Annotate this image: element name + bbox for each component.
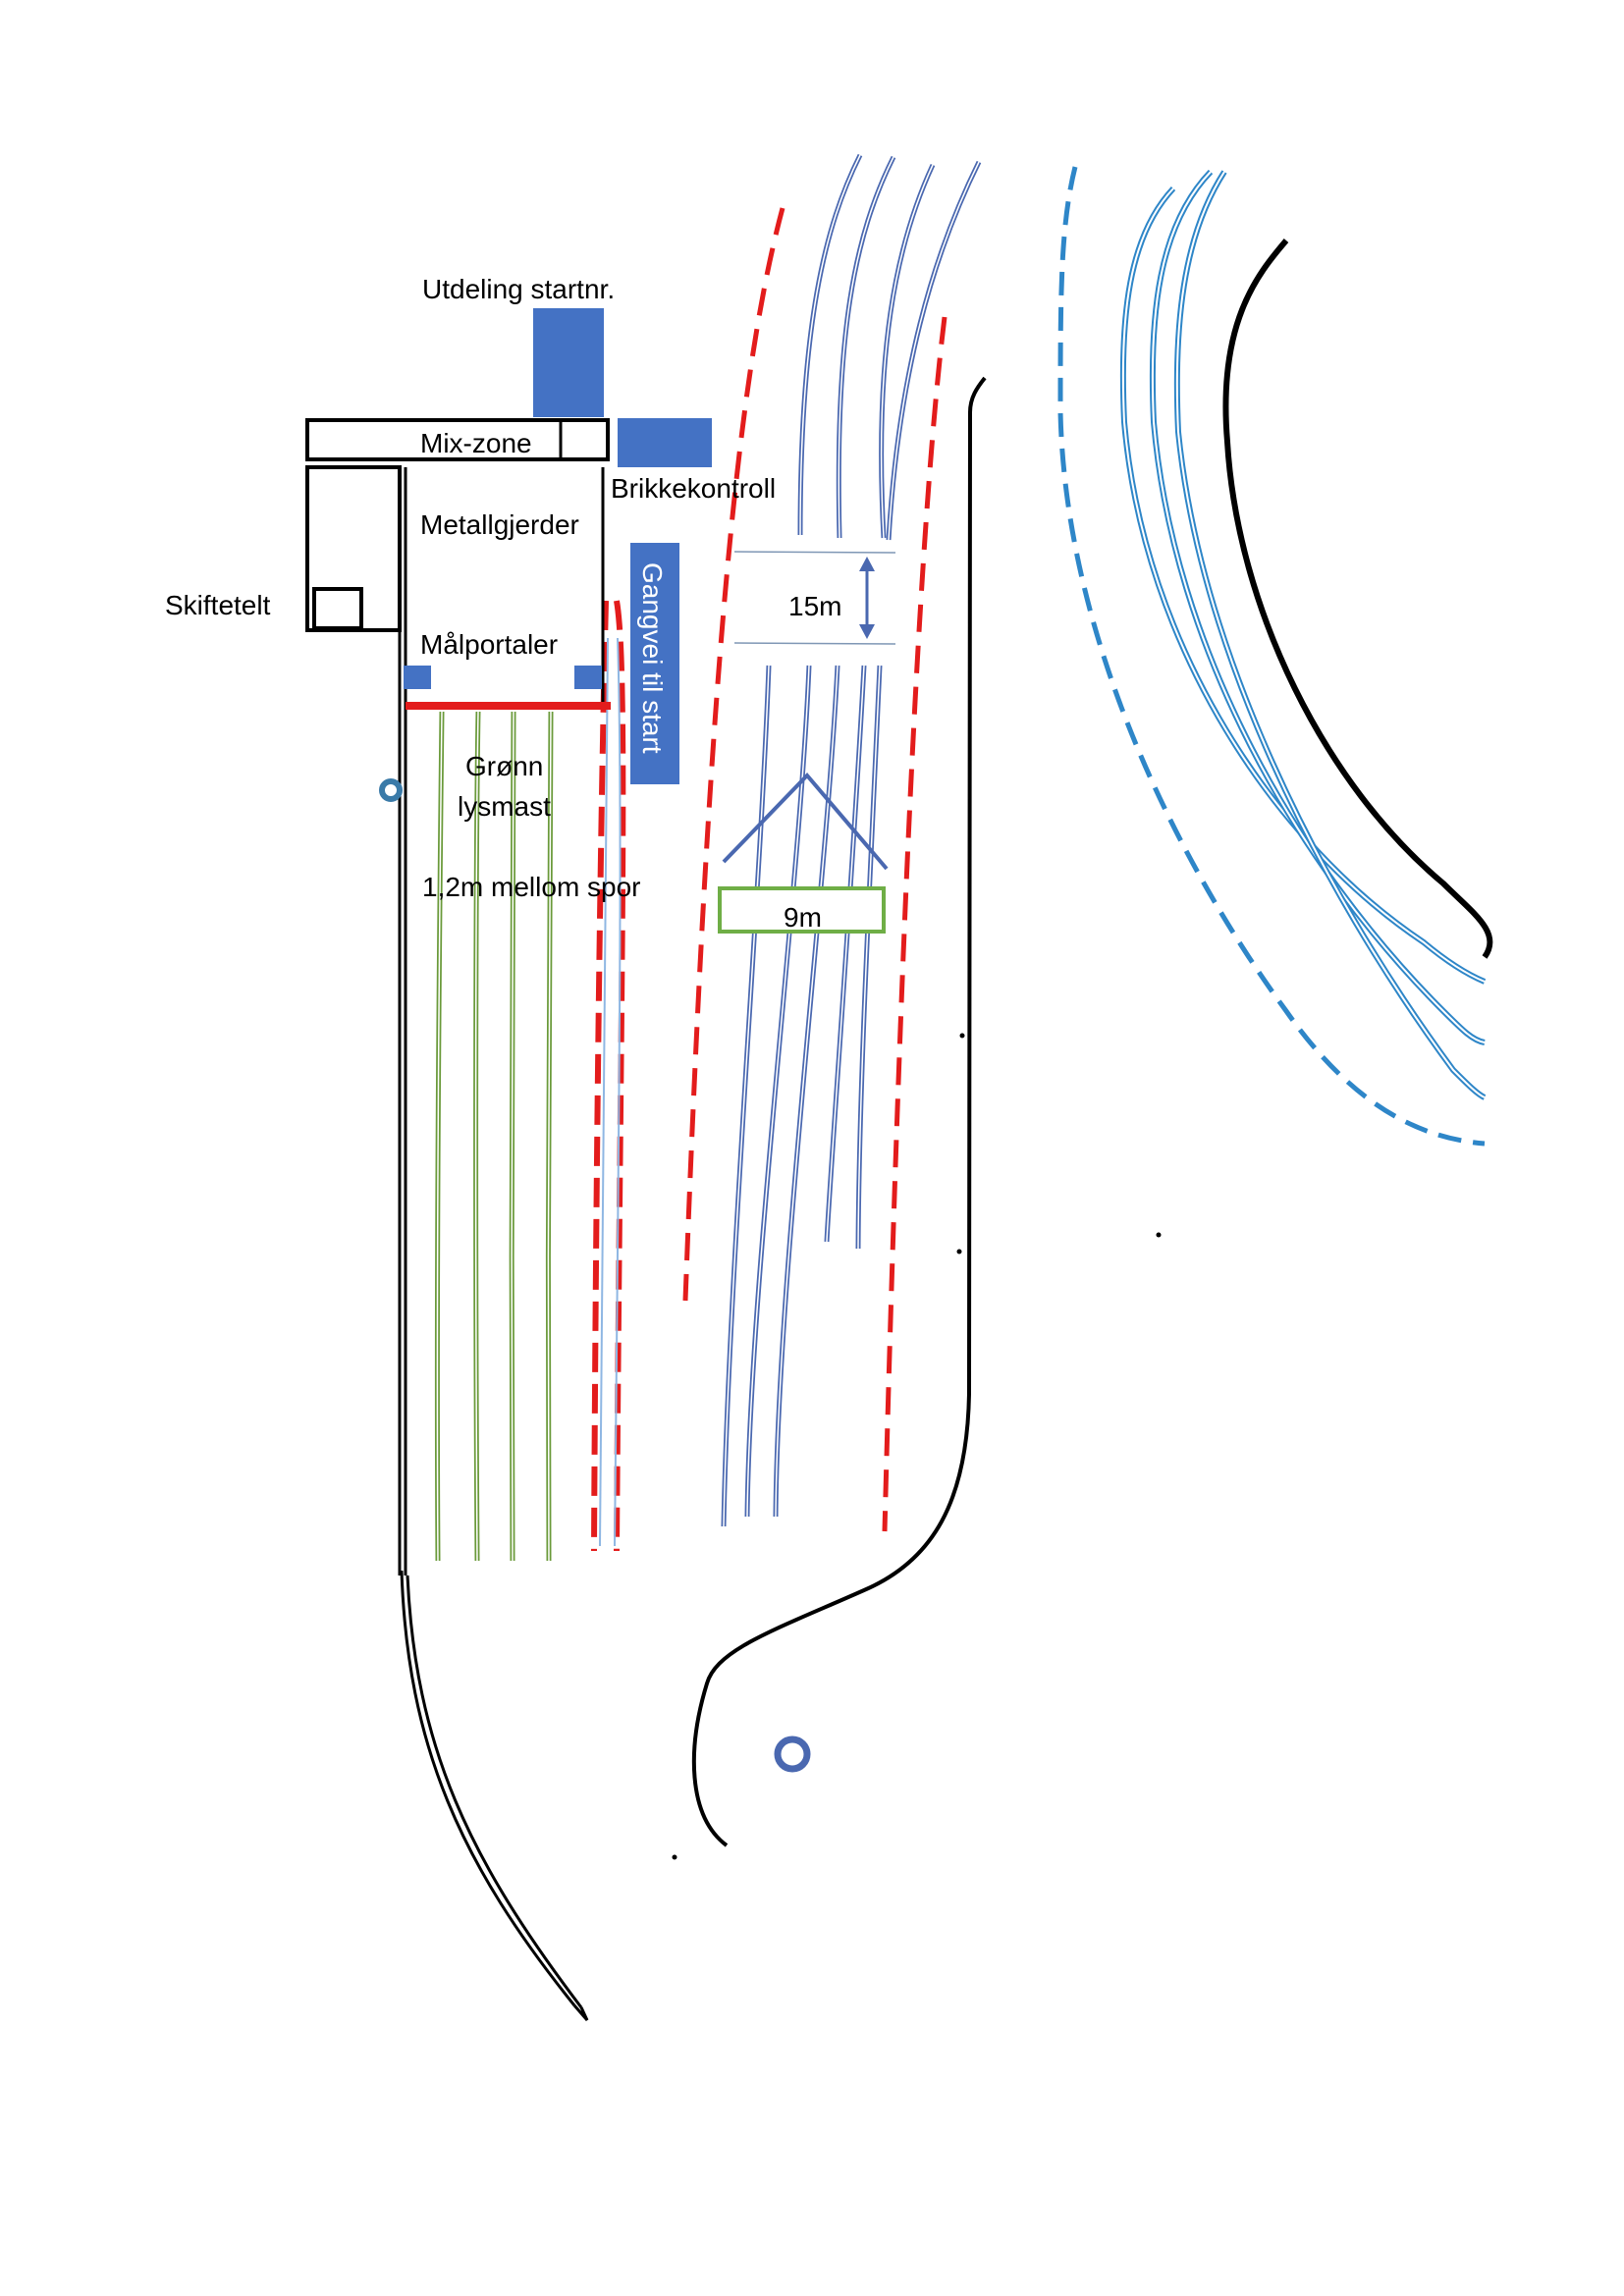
- measurement-9m: 9m: [718, 886, 886, 934]
- light-blue-track: [1119, 186, 1487, 985]
- label-finish-portals: Målportaler: [420, 629, 558, 660]
- label-change-tent: Skiftetelt: [165, 590, 271, 620]
- light-blue-tracks: [1119, 169, 1487, 1100]
- arena-boundary: [398, 239, 1493, 2021]
- label-mix-zone: Mix-zone: [420, 428, 532, 458]
- label-track-spacing: 1,2m mellom spor: [422, 872, 641, 902]
- light-blue-track-gap: [1175, 171, 1486, 1098]
- measure-line-top: [733, 551, 896, 554]
- blue-track-lower-gap: [857, 665, 881, 1250]
- label-walkway-to-start: Gangvei til start: [637, 562, 668, 754]
- light-mast-icon: [774, 1735, 811, 1773]
- red-fences: [682, 207, 947, 1532]
- blue-track-lower-gap: [746, 665, 810, 1518]
- blue-track-lower-gap: [775, 665, 839, 1518]
- red-fence-right: [882, 316, 947, 1532]
- box-9m: [718, 886, 886, 934]
- chip-control-box: [618, 418, 712, 467]
- walkway-label: Gangvei til start: [630, 543, 679, 784]
- light-mast-markers: [379, 778, 811, 1773]
- green-light-mast-icon: [379, 778, 403, 802]
- map-dot: [956, 1249, 962, 1255]
- walkway-left-edge: [591, 600, 609, 1552]
- finish-area: Metallgjerder Målportaler: [404, 467, 611, 710]
- blue-track-lower-gap: [826, 665, 865, 1243]
- blue-track-upper: [886, 160, 982, 541]
- walkway-right-edge: [614, 600, 626, 1552]
- mix-zone-box: [305, 418, 610, 461]
- red-fence-left: [682, 207, 785, 1302]
- left-boundary-curve-inner: [406, 1575, 583, 2008]
- label-metal-fences: Metallgjerder: [420, 509, 579, 540]
- light-blue-track-gap: [1121, 187, 1486, 983]
- blue-track-upper-gap: [888, 161, 980, 541]
- label-9m: 9m: [784, 902, 822, 933]
- finish-portal-right: [574, 666, 602, 689]
- green-track-gap: [547, 711, 552, 1562]
- label-green-light-mast-2: lysmast: [458, 791, 551, 822]
- mix-zone: Mix-zone: [305, 418, 610, 461]
- blue-track-upper: [879, 163, 936, 539]
- walkway-centre-line: [599, 637, 609, 1547]
- boundary-tip: [572, 2004, 589, 2021]
- blue-track-upper-gap: [799, 154, 861, 536]
- label-start-numbers: Utdeling startnr.: [422, 274, 615, 304]
- map-dot: [1156, 1232, 1162, 1238]
- blue-track-lower-gap: [723, 665, 770, 1527]
- walkway-label-box: [630, 543, 679, 784]
- walkway-centre-line: [614, 637, 622, 1547]
- map-dot: [959, 1033, 965, 1039]
- change-tent: Skiftetelt: [165, 465, 402, 632]
- label-15m: 15m: [788, 591, 841, 621]
- blue-ski-tracks: [721, 153, 982, 1527]
- label-chip-control: Brikkekontroll: [611, 473, 776, 504]
- start-number-booth: Utdeling startnr.: [422, 274, 615, 417]
- measure-line-bottom: [733, 642, 896, 645]
- outer-black-curve: [1222, 239, 1493, 959]
- arrow-down-icon: [859, 624, 875, 639]
- right-boundary-line: [691, 376, 987, 1847]
- light-blue-track: [1149, 169, 1486, 1045]
- finish-portal-left: [404, 666, 431, 689]
- left-boundary-curve: [400, 1570, 576, 2006]
- green-track-gap: [474, 711, 479, 1562]
- green-track-gap: [511, 711, 514, 1562]
- blue-track-upper-gap: [838, 156, 894, 539]
- start-number-box: [533, 308, 604, 417]
- green-track-gap: [436, 711, 443, 1562]
- measurement-15m: 15m: [733, 551, 896, 645]
- map-dot: [672, 1854, 677, 1860]
- green-finish-tracks: [434, 711, 554, 1562]
- change-tent-inner-box: [312, 587, 363, 630]
- light-blue-track-gap: [1151, 171, 1486, 1043]
- blue-track-upper-gap: [880, 164, 934, 539]
- map-dots: [672, 1033, 1162, 1860]
- label-green-light-mast-1: Grønn: [465, 751, 543, 781]
- walkway-to-start: [591, 600, 626, 1552]
- arrow-up-icon: [859, 557, 875, 571]
- direction-chevron: [722, 773, 889, 871]
